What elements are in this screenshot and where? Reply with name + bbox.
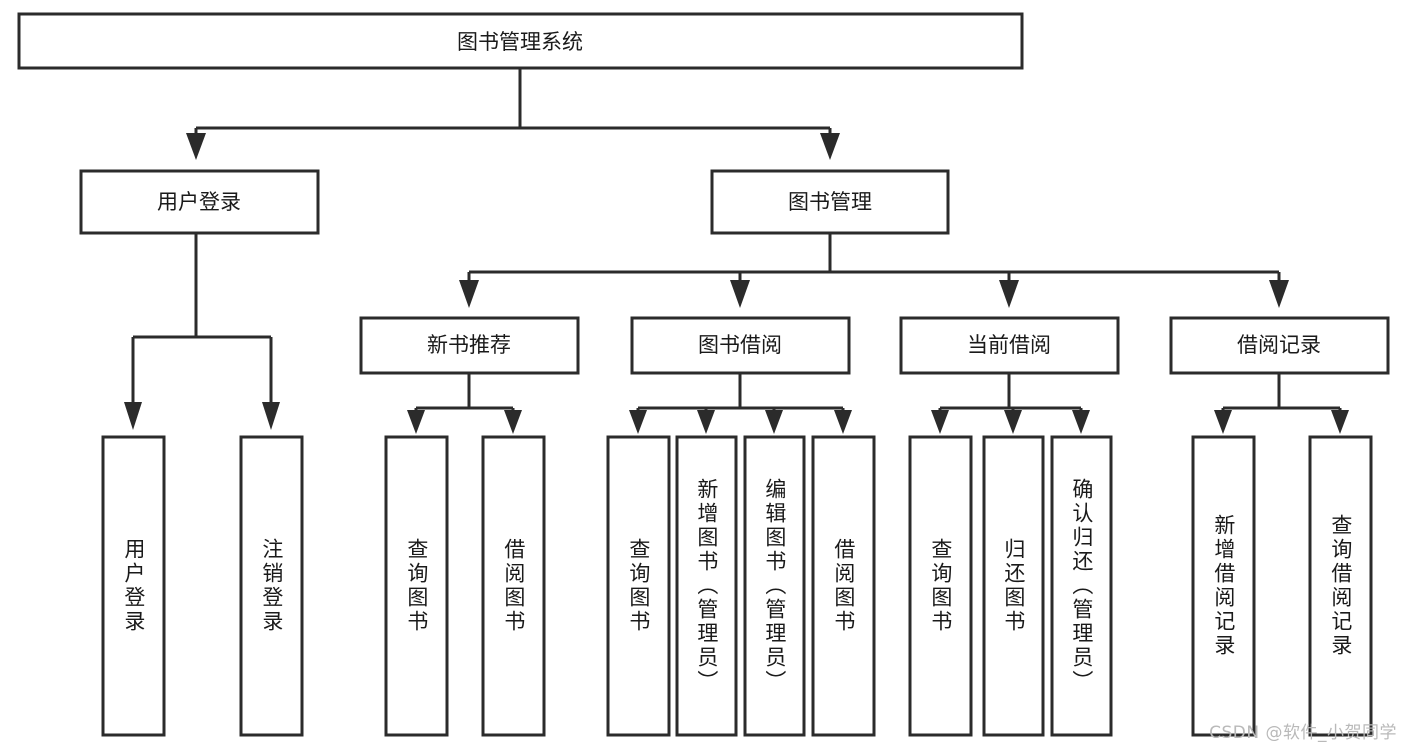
edge-group-book-manage	[459, 234, 1289, 308]
arrow-head-book-borrow	[730, 280, 750, 308]
csdn-watermark: CSDN @软件_小贺同学	[1209, 723, 1397, 743]
edge-group-current-borrow	[931, 373, 1090, 434]
node-leaf-confirm-return-box[interactable]	[1050, 435, 1113, 737]
node-current-borrow-box[interactable]	[899, 316, 1120, 375]
arrow-head-leaf-borrow-book-1	[504, 410, 522, 434]
node-user-login-label: 用户登录	[157, 190, 241, 214]
node-leaf-query-book-2-box[interactable]	[606, 435, 671, 737]
arrow-head-leaf-query-book-3	[931, 410, 949, 434]
node-new-book-recommend[interactable]: 新书推荐	[359, 316, 580, 375]
node-borrow-record-box[interactable]	[1169, 316, 1390, 375]
node-leaf-query-book-1-box[interactable]	[384, 435, 449, 737]
arrow-head-new-book-recommend	[459, 280, 479, 308]
node-root-box[interactable]	[17, 12, 1024, 70]
node-root[interactable]: 图书管理系统	[17, 12, 1024, 70]
arrow-head-book-manage	[820, 133, 840, 160]
node-leaf-query-record-box[interactable]	[1308, 435, 1373, 737]
node-book-manage[interactable]: 图书管理	[710, 169, 950, 235]
arrow-head-leaf-user-login	[124, 402, 142, 430]
edge-group-user-login	[124, 234, 280, 430]
node-book-borrow[interactable]: 图书借阅	[630, 316, 851, 375]
arrow-head-leaf-edit-book	[765, 410, 783, 434]
node-borrow-record[interactable]: 借阅记录	[1169, 316, 1390, 375]
node-current-borrow[interactable]: 当前借阅	[899, 316, 1120, 375]
node-user-login-box[interactable]	[79, 169, 320, 235]
node-current-borrow-label: 当前借阅	[967, 333, 1051, 357]
node-new-book-recommend-label: 新书推荐	[427, 333, 511, 357]
leaf-nodes-group	[101, 435, 1373, 737]
node-leaf-return-book-box[interactable]	[982, 435, 1045, 737]
edge-group-root	[186, 68, 840, 160]
node-new-book-recommend-box[interactable]	[359, 316, 580, 375]
arrow-head-leaf-query-book-1	[407, 410, 425, 434]
node-book-borrow-label: 图书借阅	[698, 333, 782, 357]
node-user-login[interactable]: 用户登录	[79, 169, 320, 235]
arrow-head-leaf-borrow-book-2	[834, 410, 852, 434]
node-leaf-edit-book-box[interactable]	[743, 435, 806, 737]
arrow-head-leaf-query-book-2	[629, 410, 647, 434]
node-leaf-borrow-book-2-box[interactable]	[811, 435, 876, 737]
node-leaf-borrow-book-1-box[interactable]	[481, 435, 546, 737]
node-book-borrow-box[interactable]	[630, 316, 851, 375]
node-leaf-logout-login-box[interactable]	[239, 435, 304, 737]
arrow-head-leaf-return-book	[1004, 410, 1022, 434]
arrow-head-current-borrow	[999, 280, 1019, 308]
node-book-manage-box[interactable]	[710, 169, 950, 235]
arrow-head-leaf-confirm-return	[1072, 410, 1090, 434]
arrow-head-leaf-add-record	[1214, 410, 1232, 434]
edge-group-borrow-record	[1214, 373, 1349, 434]
arrow-head-user-login	[186, 133, 206, 160]
edge-group-book-borrow	[629, 373, 852, 434]
arrow-head-leaf-logout-login	[262, 402, 280, 430]
node-book-manage-label: 图书管理	[788, 190, 872, 214]
node-borrow-record-label: 借阅记录	[1237, 333, 1321, 357]
arrow-head-leaf-add-book	[697, 410, 715, 434]
arrow-head-leaf-query-record	[1331, 410, 1349, 434]
node-root-label: 图书管理系统	[457, 30, 583, 54]
edge-group-new-book-recommend	[407, 373, 522, 434]
node-leaf-add-record-box[interactable]	[1191, 435, 1256, 737]
arrow-head-borrow-record	[1269, 280, 1289, 308]
node-leaf-query-book-3-box[interactable]	[908, 435, 973, 737]
node-leaf-add-book-box[interactable]	[675, 435, 738, 737]
node-leaf-user-login-box[interactable]	[101, 435, 166, 737]
